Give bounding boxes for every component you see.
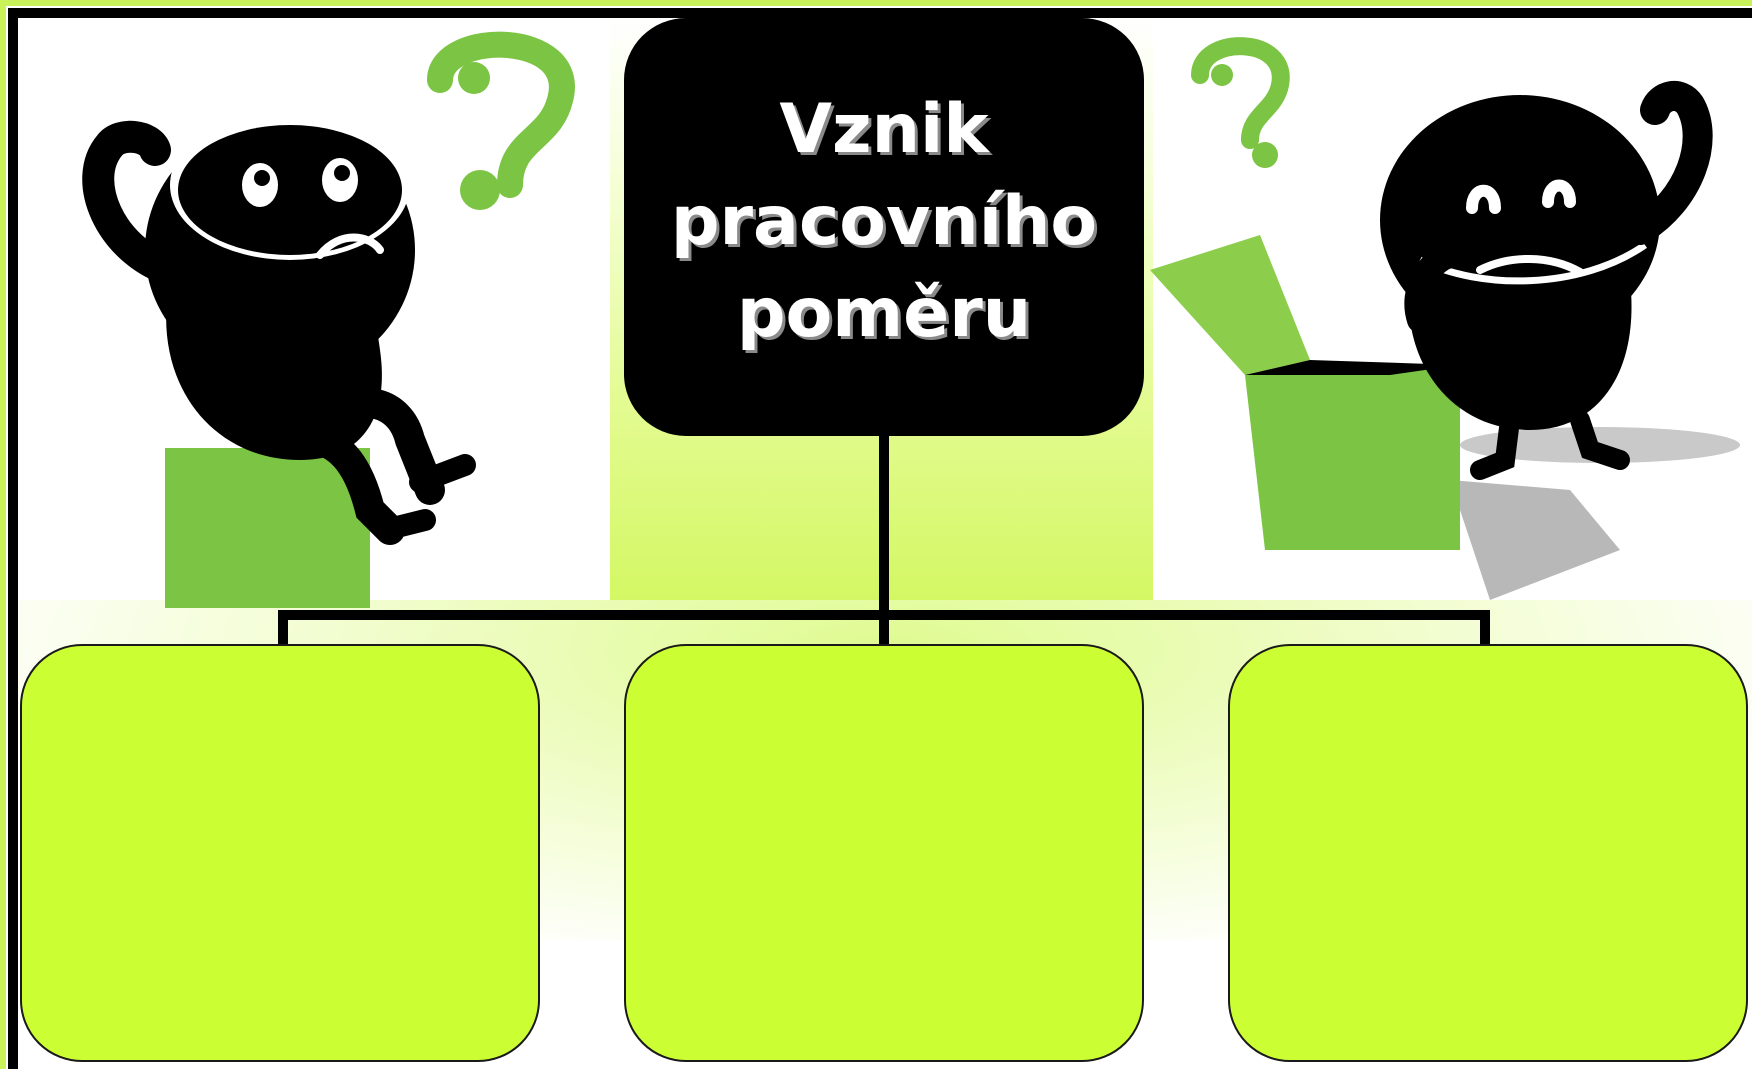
child-box-right	[1228, 644, 1748, 1062]
child-box-left	[20, 644, 540, 1062]
title-text: Vznik pracovního poměru	[670, 90, 1098, 353]
question-mark-icon	[427, 31, 575, 210]
thinking-figure-sitting-on-box-icon	[82, 31, 575, 608]
question-mark-icon	[1191, 37, 1290, 168]
thinking-figure-with-open-box-icon	[1150, 37, 1740, 600]
title-box: Vznik pracovního poměru	[624, 18, 1144, 436]
child-box-center	[624, 644, 1144, 1062]
